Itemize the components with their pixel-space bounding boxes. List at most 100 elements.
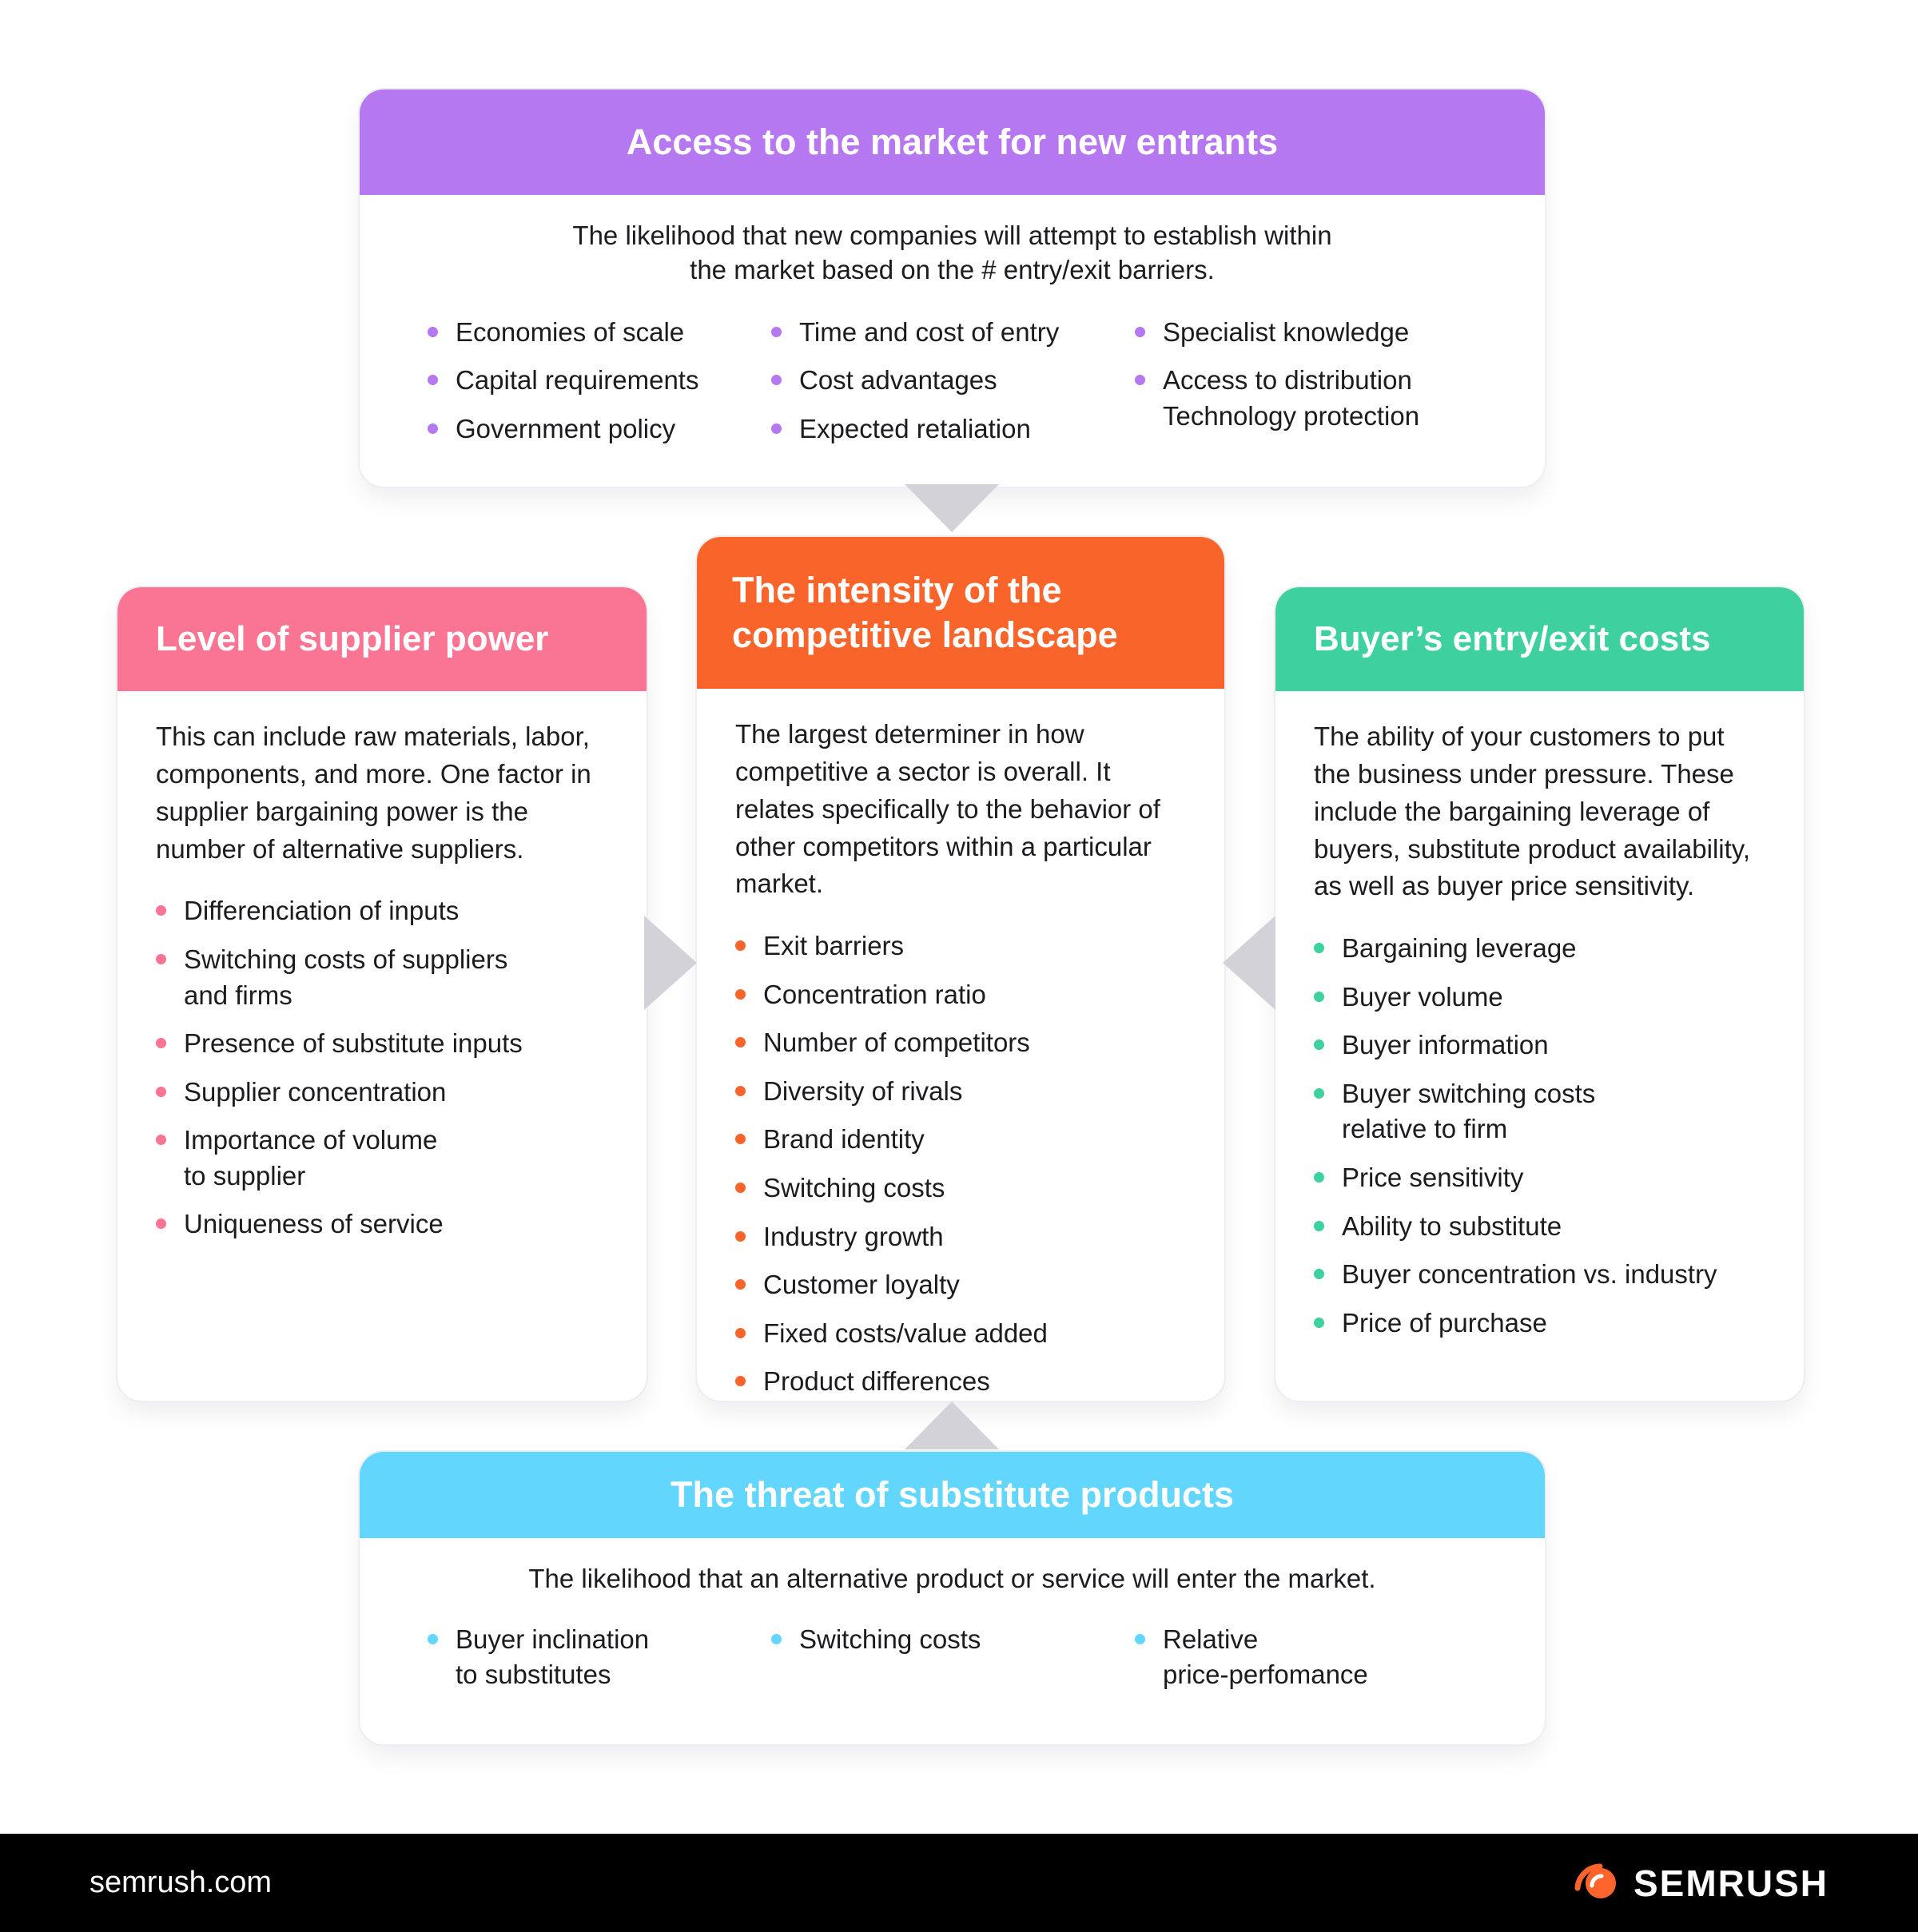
bullet-dot bbox=[156, 953, 166, 964]
list-item-label: Economies of scale bbox=[456, 316, 685, 347]
list-item: Government policy bbox=[428, 411, 771, 447]
list-item-label: Time and cost of entry bbox=[799, 316, 1060, 347]
bullet-dot bbox=[1135, 375, 1145, 386]
list-item-label: Buyer volume bbox=[1342, 981, 1503, 1012]
list-item-label: Industry growth bbox=[763, 1221, 944, 1251]
list-item-label: Importance of volume to supplier bbox=[184, 1125, 438, 1191]
bullet-list: Relative price-perfomance bbox=[1135, 1622, 1486, 1706]
list-item-label: Government policy bbox=[456, 413, 676, 443]
bullet-dot bbox=[1314, 1087, 1324, 1099]
list-item: Number of competitors bbox=[735, 1025, 1188, 1061]
bullet-dot bbox=[1314, 1040, 1324, 1051]
list-item: Concentration ratio bbox=[735, 977, 1188, 1013]
arrow-down-icon bbox=[905, 484, 999, 532]
bullet-dot bbox=[1314, 991, 1324, 1002]
list-item-label: Specialist knowledge bbox=[1163, 316, 1410, 347]
list-item: Bargaining leverage bbox=[1314, 931, 1767, 967]
list-item-label: Price sensitivity bbox=[1342, 1163, 1524, 1193]
arrow-up-icon bbox=[905, 1401, 999, 1449]
card-header: Level of supplier power bbox=[117, 587, 647, 691]
arrow-left-icon bbox=[1223, 916, 1275, 1010]
bullet-dot bbox=[156, 905, 166, 916]
list-item: Access to distribution Technology protec… bbox=[1135, 363, 1486, 434]
card-description: The largest determiner in how competitiv… bbox=[735, 719, 1160, 899]
list-item-label: Buyer switching costs relative to firm bbox=[1342, 1078, 1596, 1144]
bullet-dot bbox=[1314, 1317, 1324, 1328]
bullet-dot bbox=[1135, 1633, 1145, 1644]
card-buyer-costs: Buyer’s entry/exit costs The ability of … bbox=[1275, 587, 1804, 1401]
bullet-list: Time and cost of entry Cost advantages E… bbox=[771, 315, 1135, 460]
card-body: The largest determiner in how competitiv… bbox=[697, 689, 1224, 1400]
list-item: Ability to substitute bbox=[1314, 1209, 1767, 1245]
bullet-list: Exit barriers Concentration ratio Number… bbox=[735, 928, 1188, 1399]
list-item: Brand identity bbox=[735, 1122, 1188, 1158]
list-item: Supplier concentration bbox=[156, 1075, 610, 1111]
card-supplier-power: Level of supplier power This can include… bbox=[117, 587, 647, 1401]
card-header: Buyer’s entry/exit costs bbox=[1275, 587, 1804, 691]
bullet-dot bbox=[428, 423, 438, 434]
bullet-columns: Buyer inclination to substitutes Switchi… bbox=[360, 1622, 1545, 1706]
list-item-label: Access to distribution Technology protec… bbox=[1163, 365, 1420, 431]
list-item-label: Brand identity bbox=[763, 1124, 925, 1155]
bullet-dot bbox=[735, 1230, 746, 1242]
list-item: Product differences bbox=[735, 1364, 1188, 1400]
list-item: Switching costs bbox=[771, 1622, 1135, 1658]
list-item-label: Product differences bbox=[763, 1366, 990, 1397]
card-title: The intensity of the competitive landsca… bbox=[732, 569, 1118, 655]
card-description: The likelihood that new companies will a… bbox=[572, 221, 1332, 284]
bullet-dot bbox=[156, 1086, 166, 1097]
list-item-label: Number of competitors bbox=[763, 1028, 1030, 1058]
list-item: Industry growth bbox=[735, 1219, 1188, 1255]
list-item: Economies of scale bbox=[428, 315, 771, 351]
arrow-right-icon bbox=[644, 916, 697, 1010]
bullet-dot bbox=[771, 423, 782, 434]
card-substitutes: The threat of substitute products The li… bbox=[360, 1452, 1545, 1744]
bullet-dot bbox=[156, 1038, 166, 1049]
list-item: Buyer inclination to substitutes bbox=[428, 1622, 771, 1693]
bullet-list: Switching costs bbox=[771, 1622, 1135, 1706]
list-item: Buyer information bbox=[1314, 1028, 1767, 1063]
list-item-label: Fixed costs/value added bbox=[763, 1318, 1048, 1348]
bullet-dot bbox=[735, 1376, 746, 1387]
list-item: Switching costs bbox=[735, 1171, 1188, 1207]
semrush-wordmark: SEMRUSH bbox=[1633, 1862, 1828, 1904]
bullet-dot bbox=[428, 326, 438, 337]
bullet-dot bbox=[735, 1085, 746, 1096]
bullet-dot bbox=[735, 1327, 746, 1338]
list-item-label: Buyer concentration vs. industry bbox=[1342, 1259, 1717, 1290]
bullet-dot bbox=[735, 940, 746, 952]
list-item: Cost advantages bbox=[771, 363, 1135, 399]
list-item-label: Differenciation of inputs bbox=[184, 896, 460, 926]
bullet-columns: Economies of scale Capital requirements … bbox=[360, 315, 1545, 460]
card-body: The ability of your customers to put the… bbox=[1275, 691, 1804, 1341]
list-item-label: Relative price-perfomance bbox=[1163, 1624, 1368, 1690]
list-item: Presence of substitute inputs bbox=[156, 1026, 610, 1062]
bullet-dot bbox=[428, 1633, 438, 1644]
list-item-label: Price of purchase bbox=[1342, 1307, 1547, 1338]
list-item: Relative price-perfomance bbox=[1135, 1622, 1486, 1693]
card-header: The intensity of the competitive landsca… bbox=[697, 537, 1224, 689]
list-item: Buyer volume bbox=[1314, 980, 1767, 1016]
bullet-dot bbox=[1135, 326, 1145, 337]
bullet-list: Economies of scale Capital requirements … bbox=[428, 315, 771, 460]
semrush-logo-icon bbox=[1574, 1863, 1616, 1898]
list-item: Exit barriers bbox=[735, 928, 1188, 964]
bullet-list: Buyer inclination to substitutes bbox=[428, 1622, 771, 1706]
list-item: Price of purchase bbox=[1314, 1306, 1767, 1342]
card-description: The likelihood that an alternative produ… bbox=[528, 1564, 1376, 1593]
site-url: semrush.com bbox=[90, 1866, 273, 1899]
list-item-label: Switching costs bbox=[763, 1173, 945, 1203]
list-item-label: Buyer information bbox=[1342, 1030, 1549, 1060]
footer-bar: semrush.com SEMRUSH bbox=[0, 1834, 1918, 1932]
list-item: Importance of volume to supplier bbox=[156, 1123, 610, 1194]
card-body: This can include raw materials, labor, c… bbox=[117, 691, 647, 1242]
list-item: Specialist knowledge bbox=[1135, 315, 1486, 351]
card-title: Buyer’s entry/exit costs bbox=[1314, 619, 1711, 658]
card-header: Access to the market for new entrants bbox=[360, 89, 1545, 195]
bullet-dot bbox=[735, 1183, 746, 1194]
list-item: Expected retaliation bbox=[771, 411, 1135, 447]
list-item-label: Diversity of rivals bbox=[763, 1075, 963, 1106]
list-item-label: Presence of substitute inputs bbox=[184, 1028, 523, 1059]
bullet-dot bbox=[771, 375, 782, 386]
bullet-dot bbox=[1314, 1220, 1324, 1231]
